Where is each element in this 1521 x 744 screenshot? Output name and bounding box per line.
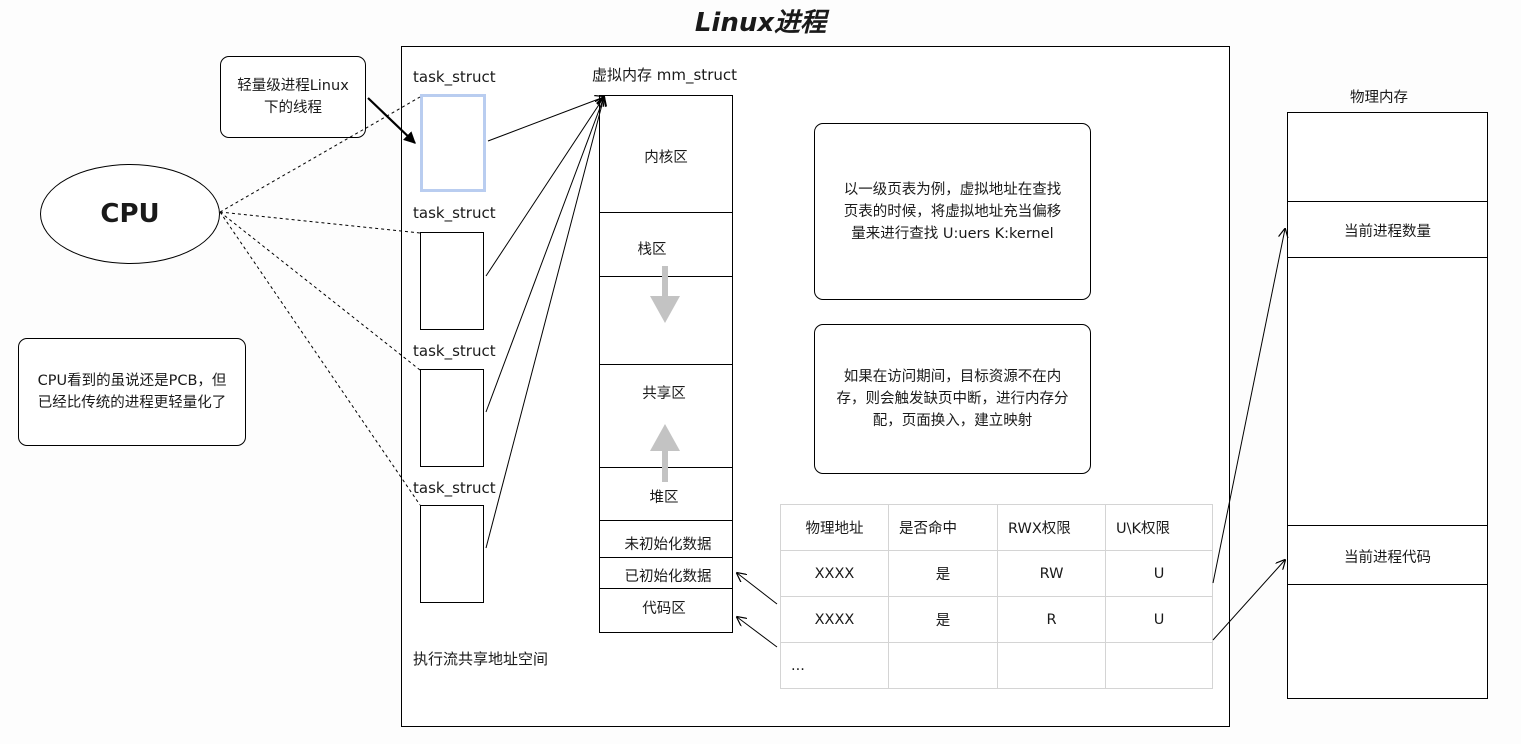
segment-shared: 共享区	[642, 386, 686, 402]
virtual-memory-column: 内核区 栈区 共享区 堆区 未初始化数据 已初始化数据 代码区	[599, 95, 733, 633]
table-cell: XXXX	[780, 550, 889, 597]
task-struct-label-2: task_struct	[413, 204, 496, 222]
task-struct-box-4	[420, 505, 484, 603]
table-header-cell: U\K权限	[1105, 504, 1213, 551]
table-cell: RW	[997, 550, 1106, 597]
cpu-dashed-links	[219, 96, 421, 506]
table-cell: XXXX	[780, 596, 889, 643]
table-cell	[888, 642, 998, 689]
table-row: XXXX 是 R U	[780, 596, 1213, 643]
note-page-fault: 如果在访问期间，目标资源不在内存，则会触发缺页中断，进行内存分配，页面换入，建立…	[814, 324, 1091, 474]
segment-stack: 栈区	[637, 242, 667, 258]
note-lightweight-text: 轻量级进程Linux下的线程	[237, 78, 349, 116]
table-cell: R	[997, 596, 1106, 643]
cpu-label: CPU	[100, 199, 160, 229]
table-row: ...	[780, 642, 1213, 689]
physical-block-process-count: 当前进程数量	[1344, 224, 1431, 240]
task-struct-label-3: task_struct	[413, 342, 496, 360]
diagram-title: Linux进程	[694, 8, 827, 38]
note-page-table: 以一级页表为例，虚拟地址在查找页表的时候，将虚拟地址充当偏移量来进行查找 U:u…	[814, 123, 1091, 300]
table-cell: U	[1105, 596, 1213, 643]
task-struct-box-2	[420, 232, 484, 330]
table-header-cell: 物理地址	[780, 504, 889, 551]
table-row: XXXX 是 RW U	[780, 550, 1213, 597]
table-cell	[1105, 642, 1213, 689]
table-cell	[997, 642, 1106, 689]
page-table: 物理地址 是否命中 RWX权限 U\K权限 XXXX 是 RW U XXXX 是…	[780, 504, 1213, 689]
physical-block-process-code: 当前进程代码	[1344, 550, 1431, 566]
task-struct-box-1	[420, 94, 486, 192]
physical-memory-column: 当前进程数量 当前进程代码	[1287, 112, 1488, 699]
table-header-cell: 是否命中	[888, 504, 998, 551]
task-struct-box-3	[420, 369, 484, 467]
segment-kernel: 内核区	[644, 150, 688, 166]
segment-heap: 堆区	[649, 490, 679, 506]
note-lightweight-process: 轻量级进程Linux下的线程	[220, 56, 366, 138]
shared-address-space-label: 执行流共享地址空间	[413, 650, 549, 668]
note-cpu-sees-text: CPU看到的虽说还是PCB，但已经比传统的进程更轻量化了	[37, 373, 227, 411]
task-struct-label-1: task_struct	[413, 68, 496, 86]
cpu-node: CPU	[40, 164, 220, 264]
table-cell: ...	[780, 642, 889, 689]
table-header-row: 物理地址 是否命中 RWX权限 U\K权限	[780, 504, 1213, 551]
mm-struct-header: 虚拟内存 mm_struct	[592, 66, 737, 84]
table-header-cell: RWX权限	[997, 504, 1106, 551]
note-page-table-text: 以一级页表为例，虚拟地址在查找页表的时候，将虚拟地址充当偏移量来进行查找 U:u…	[843, 181, 1062, 242]
table-cell: 是	[888, 596, 998, 643]
table-cell: 是	[888, 550, 998, 597]
task-struct-label-4: task_struct	[413, 479, 496, 497]
physical-memory-title: 物理内存	[1350, 90, 1408, 106]
table-cell: U	[1105, 550, 1213, 597]
segment-data: 已初始化数据	[624, 569, 712, 585]
note-cpu-sees-pcb: CPU看到的虽说还是PCB，但已经比传统的进程更轻量化了	[18, 338, 246, 446]
segment-bss: 未初始化数据	[624, 537, 712, 553]
segment-code: 代码区	[642, 601, 686, 617]
note-page-fault-text: 如果在访问期间，目标资源不在内存，则会触发缺页中断，进行内存分配，页面换入，建立…	[836, 369, 1069, 429]
